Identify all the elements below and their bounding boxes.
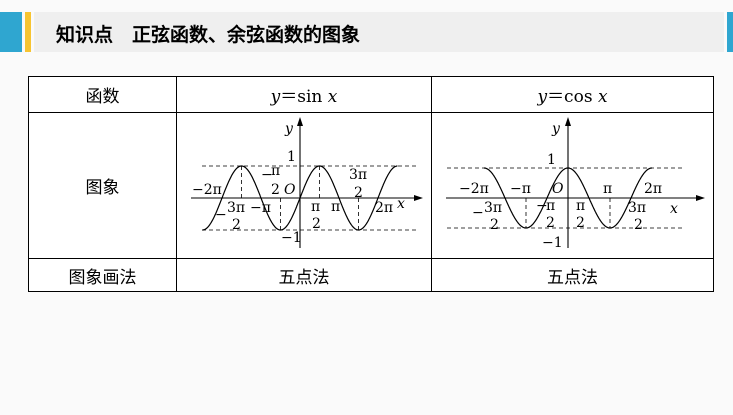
x-axis-arrow: [414, 195, 423, 201]
label-neg-half-pi-den: 2: [271, 182, 280, 198]
label-neg-half-pi-den: 2: [546, 215, 555, 231]
cos-graph: y x 1 −1 O −2π −π π 2π − π 2 π 2 3π 2 − …: [446, 117, 705, 251]
label-neg-one: −1: [281, 230, 302, 246]
label-3half-pi-den: 2: [634, 217, 643, 233]
header-accent-left: [0, 12, 22, 52]
row-label-graph: 图象: [28, 112, 177, 259]
y-axis-label: y: [551, 121, 561, 137]
x-axis-arrow: [696, 195, 705, 201]
label-neg-3half-pi-den: 2: [490, 217, 499, 233]
x-axis-label: x: [670, 201, 678, 217]
minus: −: [261, 167, 273, 183]
sin-guides: [191, 117, 423, 248]
sin-graph-cell: y x 1 −1 O −2π −π π 2π − π 2 π 2 3π 2 − …: [176, 112, 432, 259]
label-origin: O: [552, 181, 564, 197]
row-label-method: 图象画法: [28, 258, 177, 292]
label-neg-pi: −π: [510, 181, 531, 197]
var-y: y: [270, 87, 281, 107]
cos-graph-cell: y x 1 −1 O −2π −π π 2π − π 2 π 2 3π 2 − …: [431, 112, 714, 259]
label-neg-one: −1: [542, 235, 563, 251]
y-axis-arrow: [565, 117, 571, 126]
header-bar: [34, 12, 724, 52]
y-axis-label: y: [284, 121, 294, 137]
label-neg-3half-pi-num: 3π: [484, 200, 502, 216]
label-3half-pi-num: 3π: [628, 200, 646, 216]
sin-graph: y x 1 −1 O −2π −π π 2π − π 2 π 2 3π 2 − …: [191, 117, 423, 248]
label-one: 1: [287, 149, 296, 165]
label-pi: π: [331, 199, 340, 215]
sin-formula: y＝sin x: [176, 76, 432, 113]
label-half-pi-den: 2: [312, 216, 321, 232]
cos-eq: ＝cos: [547, 87, 598, 107]
cos-method: 五点法: [431, 258, 714, 292]
sin-method: 五点法: [176, 258, 432, 292]
minus: −: [472, 205, 484, 221]
label-neg-2pi: −2π: [192, 182, 222, 198]
label-neg-3half-pi-den: 2: [232, 217, 241, 233]
label-2pi: 2π: [375, 200, 393, 216]
label-3half-pi-num: 3π: [349, 167, 367, 183]
label-2pi: 2π: [644, 181, 662, 197]
row-label-function: 函数: [28, 76, 177, 113]
label-neg-half-pi-num: π: [271, 163, 280, 179]
header-accent-right: [727, 12, 733, 52]
label-origin: O: [284, 182, 296, 198]
label-half-pi-den: 2: [576, 215, 585, 231]
label-neg-3half-pi-num: 3π: [227, 200, 245, 216]
label-half-pi-num: π: [311, 199, 320, 215]
var-x: x: [597, 87, 608, 107]
page-title: 知识点 正弦函数、余弦函数的图象: [56, 24, 361, 46]
label-one: 1: [547, 152, 556, 168]
cos-formula: y＝cos x: [431, 76, 714, 113]
minus: −: [215, 207, 227, 223]
label-3half-pi-den: 2: [354, 185, 363, 201]
label-neg-half-pi-num: π: [546, 198, 555, 214]
header-accent-yellow: [25, 12, 31, 52]
sin-eq: ＝sin: [280, 87, 328, 107]
label-neg-pi: −π: [250, 200, 271, 216]
x-axis-label: x: [397, 196, 405, 212]
y-axis-arrow: [297, 117, 303, 126]
label-pi: π: [603, 181, 612, 197]
var-y: y: [537, 87, 548, 107]
graph-table: 函数 y＝sin x y＝cos x 图象 y x 1 −1 O −2π −π …: [28, 76, 714, 292]
var-x: x: [327, 87, 338, 107]
cos-guides: [446, 117, 705, 248]
label-half-pi-num: π: [576, 198, 585, 214]
minus: −: [536, 198, 548, 214]
label-neg-2pi: −2π: [459, 181, 489, 197]
